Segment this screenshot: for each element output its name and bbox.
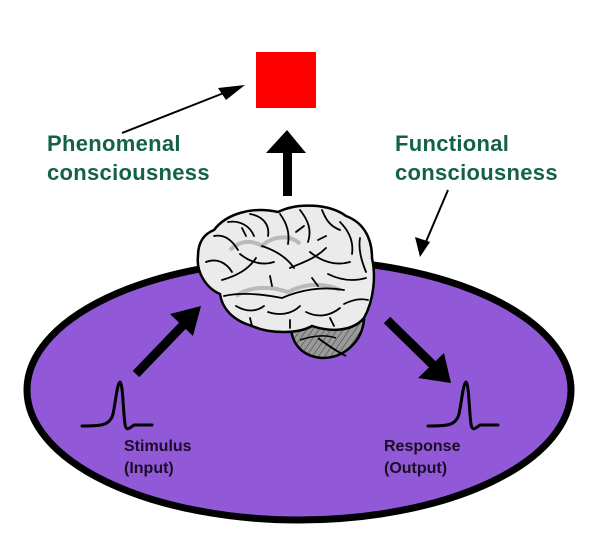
phenomenal-consciousness-label: Phenomenal consciousness — [47, 129, 210, 187]
input-arrow-icon — [132, 306, 201, 378]
functional-label-line1: Functional — [395, 131, 510, 156]
output-arrow-icon — [383, 316, 451, 383]
response-spike-icon — [426, 380, 500, 431]
functional-pointer-arrow — [415, 189, 449, 257]
brain-icon — [196, 204, 376, 360]
response-label-line1: Response — [384, 438, 461, 455]
phenomenal-label-line2: consciousness — [47, 160, 210, 185]
stimulus-spike-icon — [80, 380, 154, 431]
stimulus-label-line2: (Input) — [124, 460, 174, 477]
response-label: Response (Output) — [384, 436, 460, 480]
response-label-line2: (Output) — [384, 460, 448, 477]
red-square-icon — [256, 52, 316, 108]
stimulus-label-line1: Stimulus — [124, 438, 192, 455]
functional-label-line2: consciousness — [395, 160, 558, 185]
up-arrow-icon — [266, 130, 306, 196]
functional-consciousness-label: Functional consciousness — [395, 129, 558, 187]
phenomenal-label-line1: Phenomenal — [47, 131, 181, 156]
stimulus-label: Stimulus (Input) — [124, 436, 192, 480]
phenomenal-pointer-arrow — [121, 85, 245, 134]
